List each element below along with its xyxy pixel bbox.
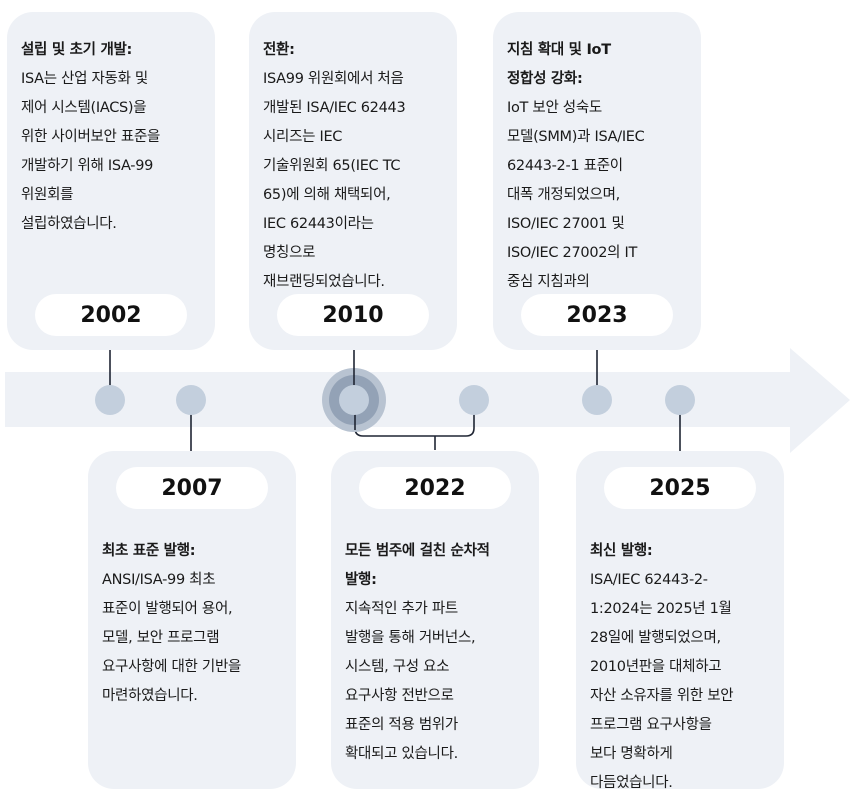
event-text: 모델(SMM)과 ISA/IEC (507, 129, 645, 145)
event-text: 시스템, 구성 요소 (345, 659, 450, 675)
timeline-arrow (5, 348, 850, 453)
event-text: 프로그램 요구사항을 (590, 717, 712, 733)
event-text: 표준이 발행되어 용어, (102, 601, 233, 617)
event-text: 위원회를 (21, 187, 74, 203)
event-card-2023: 지침 확대 및 IoT 정합성 강화: IoT 보안 성숙도 모델(SMM)과 … (493, 12, 701, 350)
event-text: ISA는 산업 자동화 및 (21, 71, 148, 87)
year-label: 2022 (359, 467, 511, 509)
event-text: 마련하였습니다. (102, 688, 198, 704)
event-text: 확대되고 있습니다. (345, 746, 458, 762)
event-text: 요구사항에 대한 기반을 (102, 659, 242, 675)
event-text: ANSI/ISA-99 최초 (102, 572, 216, 588)
event-text: IoT 보안 성숙도 (507, 100, 602, 116)
event-text: IEC 62443이라는 (263, 216, 374, 232)
event-text: 명칭으로 (263, 245, 316, 261)
event-card-2022: 2022 모든 범주에 걸친 순차적 발행: 지속적인 추가 파트 발행을 통해… (331, 451, 539, 789)
event-text: ISA99 위원회에서 처음 (263, 71, 404, 87)
event-title: 발행: (345, 572, 377, 588)
event-title: 최초 표준 발행: (102, 543, 196, 559)
event-text: ISA/IEC 62443-2- (590, 572, 708, 588)
event-text: 28일에 발행되었으며, (590, 630, 721, 646)
event-card-2010: 전환: ISA99 위원회에서 처음 개발된 ISA/IEC 62443 시리즈… (249, 12, 457, 350)
event-card-2007: 2007 최초 표준 발행: ANSI/ISA-99 최초 표준이 발행되어 용… (88, 451, 296, 789)
timeline-dot-2022 (459, 385, 489, 415)
event-text: 지속적인 추가 파트 (345, 601, 458, 617)
event-card-2002: 설립 및 초기 개발: ISA는 산업 자동화 및 제어 시스템(IACS)을 … (7, 12, 215, 350)
year-label: 2023 (521, 294, 673, 336)
timeline-dot-2023 (582, 385, 612, 415)
event-text: 재브랜딩되었습니다. (263, 274, 385, 290)
event-text: 보다 명확하게 (590, 746, 673, 762)
event-title: 지침 확대 및 IoT (507, 42, 611, 58)
event-text: 모델, 보안 프로그램 (102, 630, 220, 646)
year-label: 2025 (604, 467, 756, 509)
event-text: 개발하기 위해 ISA-99 (21, 158, 154, 174)
event-text: 다듬었습니다. (590, 775, 673, 791)
event-text: 65)에 의해 채택되어, (263, 187, 391, 203)
timeline-dot-2010 (339, 385, 369, 415)
event-title: 모든 범주에 걸친 순차적 (345, 543, 490, 559)
event-text: 중심 지침과의 (507, 274, 590, 290)
event-text: 62443-2-1 표준이 (507, 158, 623, 174)
year-label: 2007 (116, 467, 268, 509)
event-text: 위한 사이버보안 표준을 (21, 129, 161, 145)
event-text: 설립하였습니다. (21, 216, 117, 232)
event-title: 설립 및 초기 개발: (21, 42, 133, 58)
event-text: 요구사항 전반으로 (345, 688, 454, 704)
event-text: ISO/IEC 27002의 IT (507, 245, 638, 261)
event-text: 표준의 적용 범위가 (345, 717, 458, 733)
event-title: 전환: (263, 42, 295, 58)
event-text: 2010년판을 대체하고 (590, 659, 722, 675)
year-label: 2010 (277, 294, 429, 336)
event-text: 시리즈는 IEC (263, 129, 343, 145)
event-text: 1:2024는 2025년 1월 (590, 601, 732, 617)
year-label: 2002 (35, 294, 187, 336)
timeline-dot-2025 (665, 385, 695, 415)
event-card-2025: 2025 최신 발행: ISA/IEC 62443-2- 1:2024는 202… (576, 451, 784, 791)
event-text: ISO/IEC 27001 및 (507, 216, 625, 232)
event-title: 최신 발행: (590, 543, 653, 559)
event-text: 발행을 통해 거버넌스, (345, 630, 476, 646)
event-title: 정합성 강화: (507, 71, 583, 87)
event-text: 자산 소유자를 위한 보안 (590, 688, 734, 704)
event-text: 제어 시스템(IACS)을 (21, 100, 147, 116)
timeline-dot-2007 (176, 385, 206, 415)
event-text: 기술위원회 65(IEC TC (263, 158, 401, 174)
event-text: 개발된 ISA/IEC 62443 (263, 100, 406, 116)
event-text: 대폭 개정되었으며, (507, 187, 620, 203)
timeline-dot-2002 (95, 385, 125, 415)
